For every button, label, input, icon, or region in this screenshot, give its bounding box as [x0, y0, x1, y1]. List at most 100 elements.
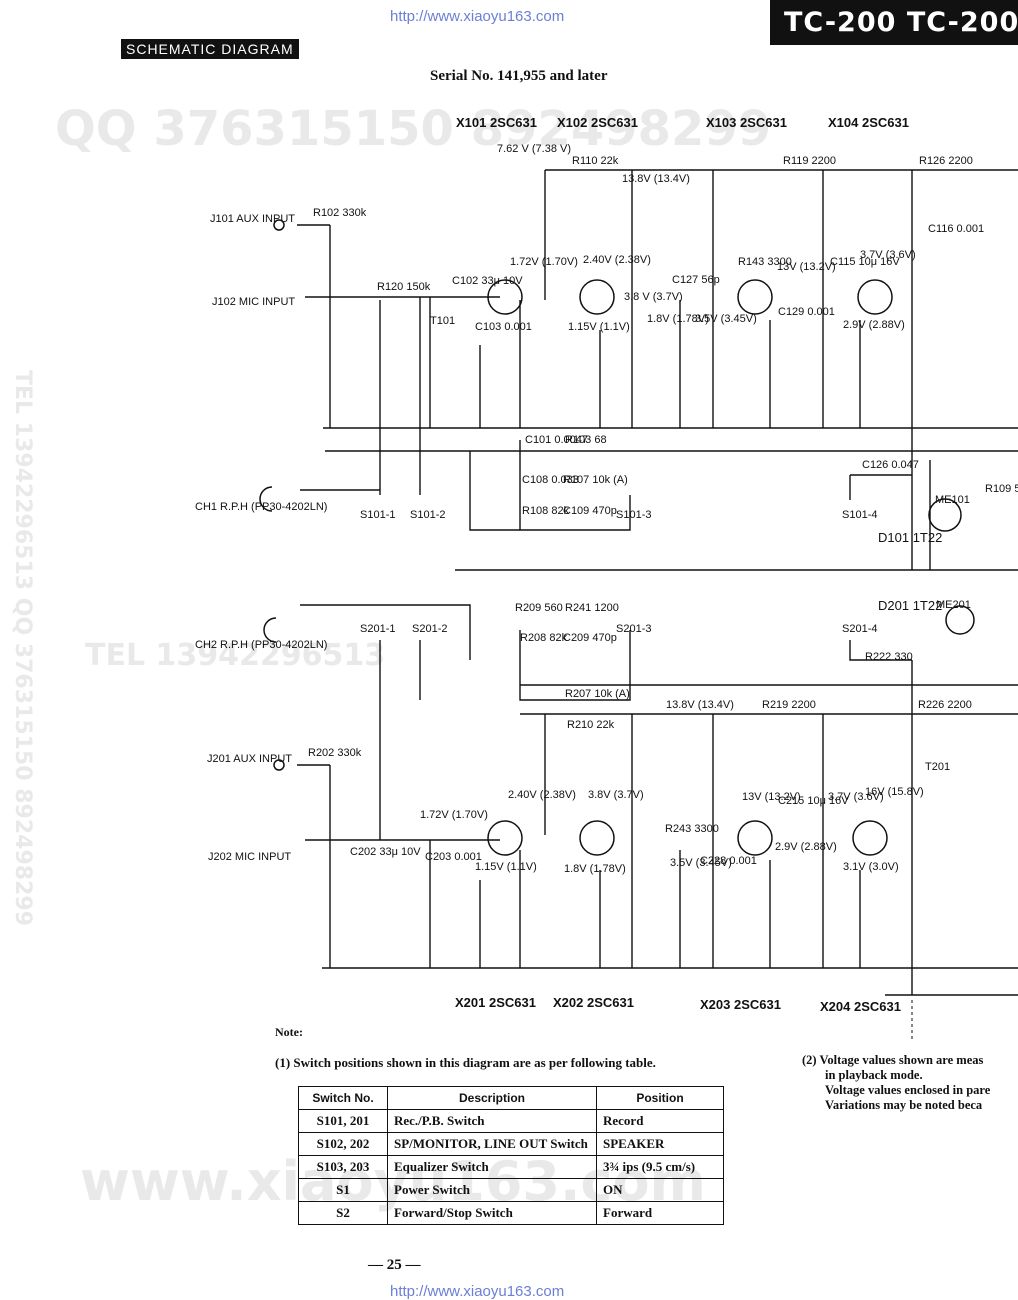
header-position: Position — [596, 1086, 724, 1110]
s201-4: S201-4 — [842, 623, 877, 635]
schematic-title: SCHEMATIC DIAGRAM — [121, 39, 299, 59]
ch2-v35: 3.5V (3.45V) — [670, 857, 732, 869]
ch2-r241: R241 1200 — [565, 602, 619, 614]
ch1-v31: 2.9V (2.88V) — [843, 319, 905, 331]
table-row: S1 Power Switch ON — [298, 1178, 724, 1202]
cell-description: Rec./P.B. Switch — [387, 1109, 597, 1133]
ch2-v18: 1.8V (1.78V) — [564, 863, 626, 875]
note-2-line-2: in playback mode. — [825, 1068, 923, 1082]
s201-2: S201-2 — [412, 623, 447, 635]
x204-label: X204 2SC631 — [820, 999, 901, 1014]
ch2-rph-label: CH2 R.P.H (PP30-4202LN) — [195, 639, 327, 651]
ch1-c110: R109 560 — [985, 483, 1018, 495]
ch1-v13: R143 3300 — [738, 256, 792, 268]
s101-3: S101-3 — [616, 509, 651, 521]
note-2-line-3: Voltage values enclosed in pare — [825, 1083, 991, 1097]
s101-2: S101-2 — [410, 509, 445, 521]
heads-jacks — [259, 219, 285, 771]
cell-position: SPEAKER — [596, 1132, 724, 1156]
ch2-v31: 3.1V (3.0V) — [843, 861, 899, 873]
ch2-r202: R202 330k — [308, 747, 362, 759]
ch2-r222: R222 330 — [865, 651, 913, 663]
ch2-c209: C209 470p — [563, 632, 617, 644]
table-row: S103, 203 Equalizer Switch 3¾ ips (9.5 c… — [298, 1155, 724, 1179]
transistors-ch1 — [487, 279, 893, 856]
me101-label: ME101 — [935, 494, 970, 506]
ch2-c228: C228 0.001 — [700, 855, 757, 867]
page-number: — 25 — — [368, 1257, 421, 1273]
header-url[interactable]: http://www.xiaoyu163.com — [390, 8, 565, 25]
ch2-v115: 1.15V (1.1V) — [475, 861, 537, 873]
header-switch-no: Switch No. — [298, 1086, 388, 1110]
ch1-r143: C127 56p — [672, 274, 720, 286]
ch1-c108: C101 0.0047 — [525, 434, 588, 446]
cell-description: Power Switch — [387, 1178, 597, 1202]
d101-label: D101 1T22 — [878, 530, 942, 545]
s201-3: S201-3 — [616, 623, 651, 635]
cell-description: Equalizer Switch — [387, 1155, 597, 1179]
table-header-row: Switch No. Description Position — [298, 1086, 724, 1110]
footer-url[interactable]: http://www.xiaoyu163.com — [390, 1283, 565, 1300]
header-description: Description — [387, 1086, 597, 1110]
ch2-r243: R243 3300 — [665, 823, 719, 835]
ch2-c202: C202 33μ 10V — [350, 846, 421, 858]
ch1-v-label: 7.62 V (7.38 V) — [497, 143, 571, 155]
ch1-v35: 1.8V (1.78V) — [647, 313, 709, 325]
ch1-c103: T101 — [430, 315, 455, 327]
ch1-v37: C115 10μ 16V — [830, 256, 900, 268]
watermark-vertical: TEL 13942296513 QQ 376315150 892498299 — [10, 370, 35, 926]
s101-1: S101-1 — [360, 509, 395, 521]
cell-position: 3¾ ips (9.5 cm/s) — [596, 1155, 724, 1179]
ch1-v16: 3.7V (3.6V) — [860, 249, 916, 261]
table-row: S2 Forward/Stop Switch Forward — [298, 1201, 724, 1225]
ch2-v240: 2.40V (2.38V) — [508, 789, 576, 801]
s201-1: S201-1 — [360, 623, 395, 635]
ch2-r219: R219 2200 — [762, 699, 816, 711]
ch1-r107: R103 68 — [565, 434, 607, 446]
ch1-v18: 1.15V (1.1V) — [568, 321, 630, 333]
ch2-r208: R208 82k — [520, 632, 568, 644]
ch2-c203: C203 0.001 — [425, 851, 482, 863]
ch1-t101: C116 0.001 — [928, 223, 984, 235]
ch2-r209: R209 560 — [515, 602, 563, 614]
note-2: (2) Voltage values shown are meas in pla… — [802, 1053, 1018, 1113]
x102-label: X102 2SC631 — [557, 115, 638, 130]
cell-position: Record — [596, 1109, 724, 1133]
s101-4: S101-4 — [842, 509, 877, 521]
ch1-v38: 2.40V (2.38V) — [583, 254, 651, 266]
ch1-c115: 13V (13.2V) — [777, 261, 836, 273]
x104-label: X104 2SC631 — [828, 115, 909, 130]
note-1: (1) Switch positions shown in this diagr… — [275, 1055, 656, 1070]
ch2-v172: 1.72V (1.70V) — [420, 809, 488, 821]
cell-switch: S101, 201 — [298, 1109, 388, 1133]
ch2-r207: R207 10k (A) — [565, 688, 630, 700]
ch1-v240: 1.72V (1.70V) — [510, 256, 578, 268]
j202-label: J202 MIC INPUT — [208, 851, 291, 863]
cell-switch: S2 — [298, 1201, 388, 1225]
ch1-r110: R110 22k — [572, 155, 619, 167]
wires — [297, 169, 1018, 996]
cell-switch: S102, 202 — [298, 1132, 388, 1156]
ch1-r122: C126 0.047 — [862, 459, 919, 471]
ch2-r210: R210 22k — [567, 719, 615, 731]
cell-switch: S103, 203 — [298, 1155, 388, 1179]
j201-label: J201 AUX INPUT — [207, 753, 292, 765]
ch1-r141: C109 470p — [563, 505, 617, 517]
ch1-rph-label: CH1 R.P.H (PP30-4202LN) — [195, 501, 327, 513]
cell-description: Forward/Stop Switch — [387, 1201, 597, 1225]
ch2-r226: R226 2200 — [918, 699, 972, 711]
ch1-v138: 13.8V (13.4V) — [622, 173, 690, 185]
ch1-r119: R119 2200 — [783, 155, 836, 167]
ch1-r102: R102 330k — [313, 207, 367, 219]
ch1-v29: C129 0.001 — [778, 306, 835, 318]
x203-label: X203 2SC631 — [700, 997, 781, 1012]
j101-label: J101 AUX INPUT — [210, 213, 295, 225]
ch1-v172: C102 33μ 10V — [452, 275, 523, 287]
ch1-c109: R107 10k (A) — [563, 474, 628, 486]
ch1-c102: R120 150k — [377, 281, 431, 293]
switch-table: Switch No. Description Position S101, 20… — [298, 1086, 724, 1225]
table-row: S102, 202 SP/MONITOR, LINE OUT Switch SP… — [298, 1132, 724, 1156]
labels: X101 2SC631 X102 2SC631 X103 2SC631 X104… — [195, 115, 1018, 1014]
ch1-c127: 3.8 V (3.7V) — [624, 291, 683, 303]
